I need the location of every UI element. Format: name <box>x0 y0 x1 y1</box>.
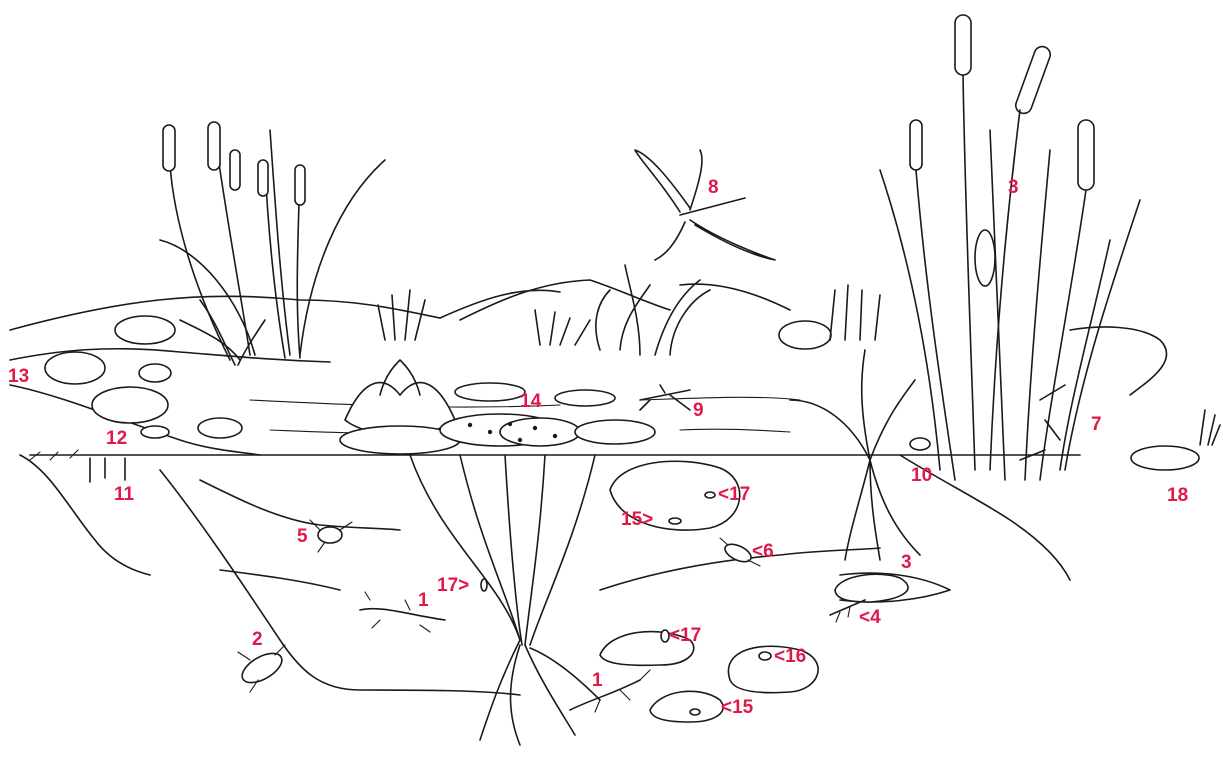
label-13: 13 <box>8 367 29 386</box>
label-5: 5 <box>297 527 308 546</box>
right-cattails <box>880 15 1140 480</box>
label-15-bottom: <15 <box>721 698 753 717</box>
label-18: 18 <box>1167 486 1188 505</box>
label-4: <4 <box>859 608 881 627</box>
label-17-roots: 17> <box>437 576 469 595</box>
left-cattails <box>160 122 385 365</box>
label-1-upper: 1 <box>418 591 429 610</box>
label-3-upper: 3 <box>1008 178 1019 197</box>
background-hills <box>10 280 1167 395</box>
left-bank <box>10 316 520 695</box>
label-8: 8 <box>708 178 719 197</box>
label-17-stone: <17 <box>718 485 750 504</box>
label-7: 7 <box>1091 415 1102 434</box>
label-11: 11 <box>114 485 134 504</box>
dragonfly <box>635 150 775 260</box>
burrows <box>90 458 125 482</box>
label-15-stone: 15> <box>621 510 653 529</box>
water-strider <box>640 385 690 410</box>
label-6: <6 <box>752 542 774 561</box>
label-2: 2 <box>252 630 263 649</box>
frog <box>910 438 930 450</box>
lily-stems <box>410 455 600 745</box>
label-16: <16 <box>774 647 806 666</box>
label-1-lower: 1 <box>592 671 603 690</box>
label-14: 14 <box>520 392 541 411</box>
beetle-larva <box>237 645 286 692</box>
label-12: 12 <box>106 429 127 448</box>
label-10: 10 <box>911 466 932 485</box>
label-9: 9 <box>693 401 704 420</box>
label-3-lower: 3 <box>901 553 912 572</box>
nymph-upper <box>360 592 445 632</box>
shore-creature <box>141 426 169 438</box>
pond-stones <box>600 461 908 722</box>
label-17-bottom: <17 <box>669 626 701 645</box>
nymph-lower <box>570 670 650 712</box>
